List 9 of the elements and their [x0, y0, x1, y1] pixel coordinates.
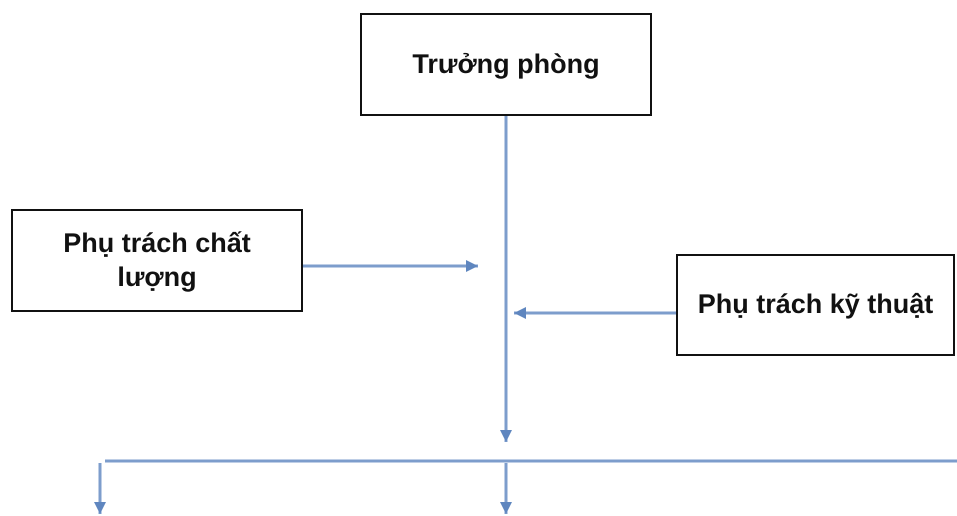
arrow — [303, 260, 478, 272]
role-title: Trưởng phòng — [412, 48, 600, 81]
role-title: Phụ trách kỹ thuật — [698, 288, 934, 322]
role-box — [11, 209, 303, 312]
role-box — [360, 13, 652, 116]
role-title: Phụ trách chất lượng — [62, 226, 252, 294]
arrow — [514, 307, 676, 319]
role-box — [676, 254, 955, 356]
arrow — [500, 116, 512, 442]
